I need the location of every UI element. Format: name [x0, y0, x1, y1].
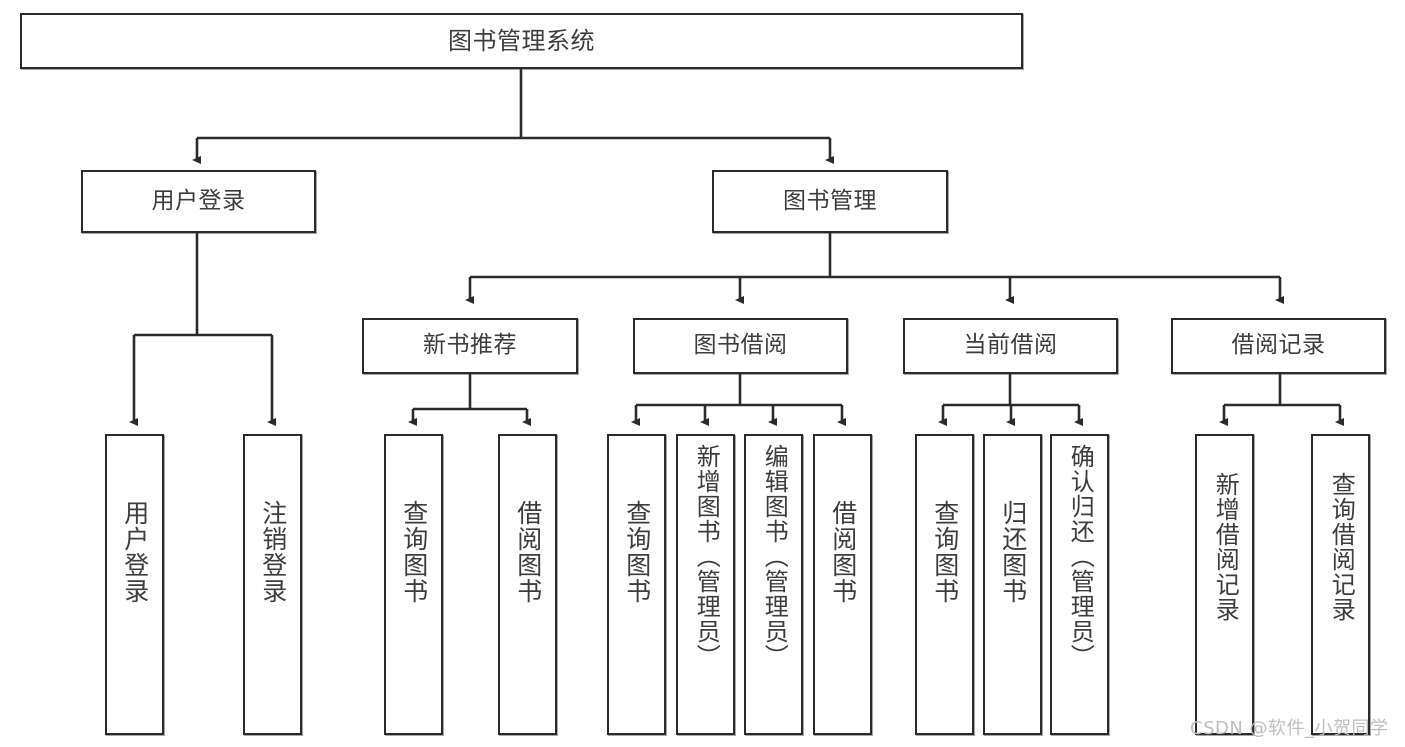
node-label: 确认归还（管理员） [1066, 444, 1095, 669]
node-label: 用户登录 [151, 187, 246, 214]
leaf-confirm-return-admin[interactable]: 确认归还（管理员） [1050, 434, 1109, 735]
node-label: 借阅图书 [828, 500, 858, 604]
watermark-text: CSDN @软件_小贺同学 [1190, 718, 1389, 739]
leaf-borrow-query-book[interactable]: 查询图书 [607, 434, 666, 735]
leaf-user-login[interactable]: 用户登录 [105, 434, 164, 735]
node-label: 图书管理 [783, 187, 877, 214]
node-book-borrow[interactable]: 图书借阅 [633, 318, 848, 374]
node-label: 借阅记录 [1231, 332, 1326, 359]
node-label: 用户登录 [120, 500, 150, 604]
leaf-return-book[interactable]: 归还图书 [983, 434, 1042, 735]
leaf-current-query-book[interactable]: 查询图书 [915, 434, 974, 735]
node-label: 新增借阅记录 [1211, 472, 1240, 622]
leaf-recommend-query-book[interactable]: 查询图书 [384, 434, 443, 735]
node-borrow-record[interactable]: 借阅记录 [1171, 318, 1386, 374]
leaf-add-book-admin[interactable]: 新增图书（管理员） [676, 434, 735, 735]
node-label: 当前借阅 [963, 332, 1058, 359]
leaf-query-borrow-record[interactable]: 查询借阅记录 [1311, 434, 1370, 735]
leaf-borrow-book[interactable]: 借阅图书 [813, 434, 872, 735]
node-label: 查询借阅记录 [1327, 472, 1356, 622]
node-label: 归还图书 [998, 500, 1028, 604]
node-root-system[interactable]: 图书管理系统 [20, 13, 1023, 69]
leaf-edit-book-admin[interactable]: 编辑图书（管理员） [744, 434, 803, 735]
node-label: 查询图书 [399, 500, 429, 604]
node-book-management[interactable]: 图书管理 [712, 170, 948, 233]
leaf-recommend-borrow-book[interactable]: 借阅图书 [498, 434, 557, 735]
node-new-book-recommend[interactable]: 新书推荐 [362, 318, 578, 374]
node-label: 图书借阅 [693, 332, 788, 359]
node-label: 查询图书 [622, 500, 652, 604]
node-label: 新书推荐 [423, 332, 517, 359]
node-label: 注销登录 [258, 500, 288, 604]
node-label: 编辑图书（管理员） [760, 444, 789, 669]
node-label: 借阅图书 [513, 500, 543, 604]
node-user-login[interactable]: 用户登录 [81, 170, 316, 233]
node-label: 新增图书（管理员） [692, 444, 721, 669]
node-current-borrow[interactable]: 当前借阅 [903, 318, 1118, 374]
leaf-add-borrow-record[interactable]: 新增借阅记录 [1195, 434, 1254, 735]
node-label: 图书管理系统 [448, 26, 595, 55]
leaf-logout[interactable]: 注销登录 [243, 434, 302, 735]
node-label: 查询图书 [930, 500, 960, 604]
